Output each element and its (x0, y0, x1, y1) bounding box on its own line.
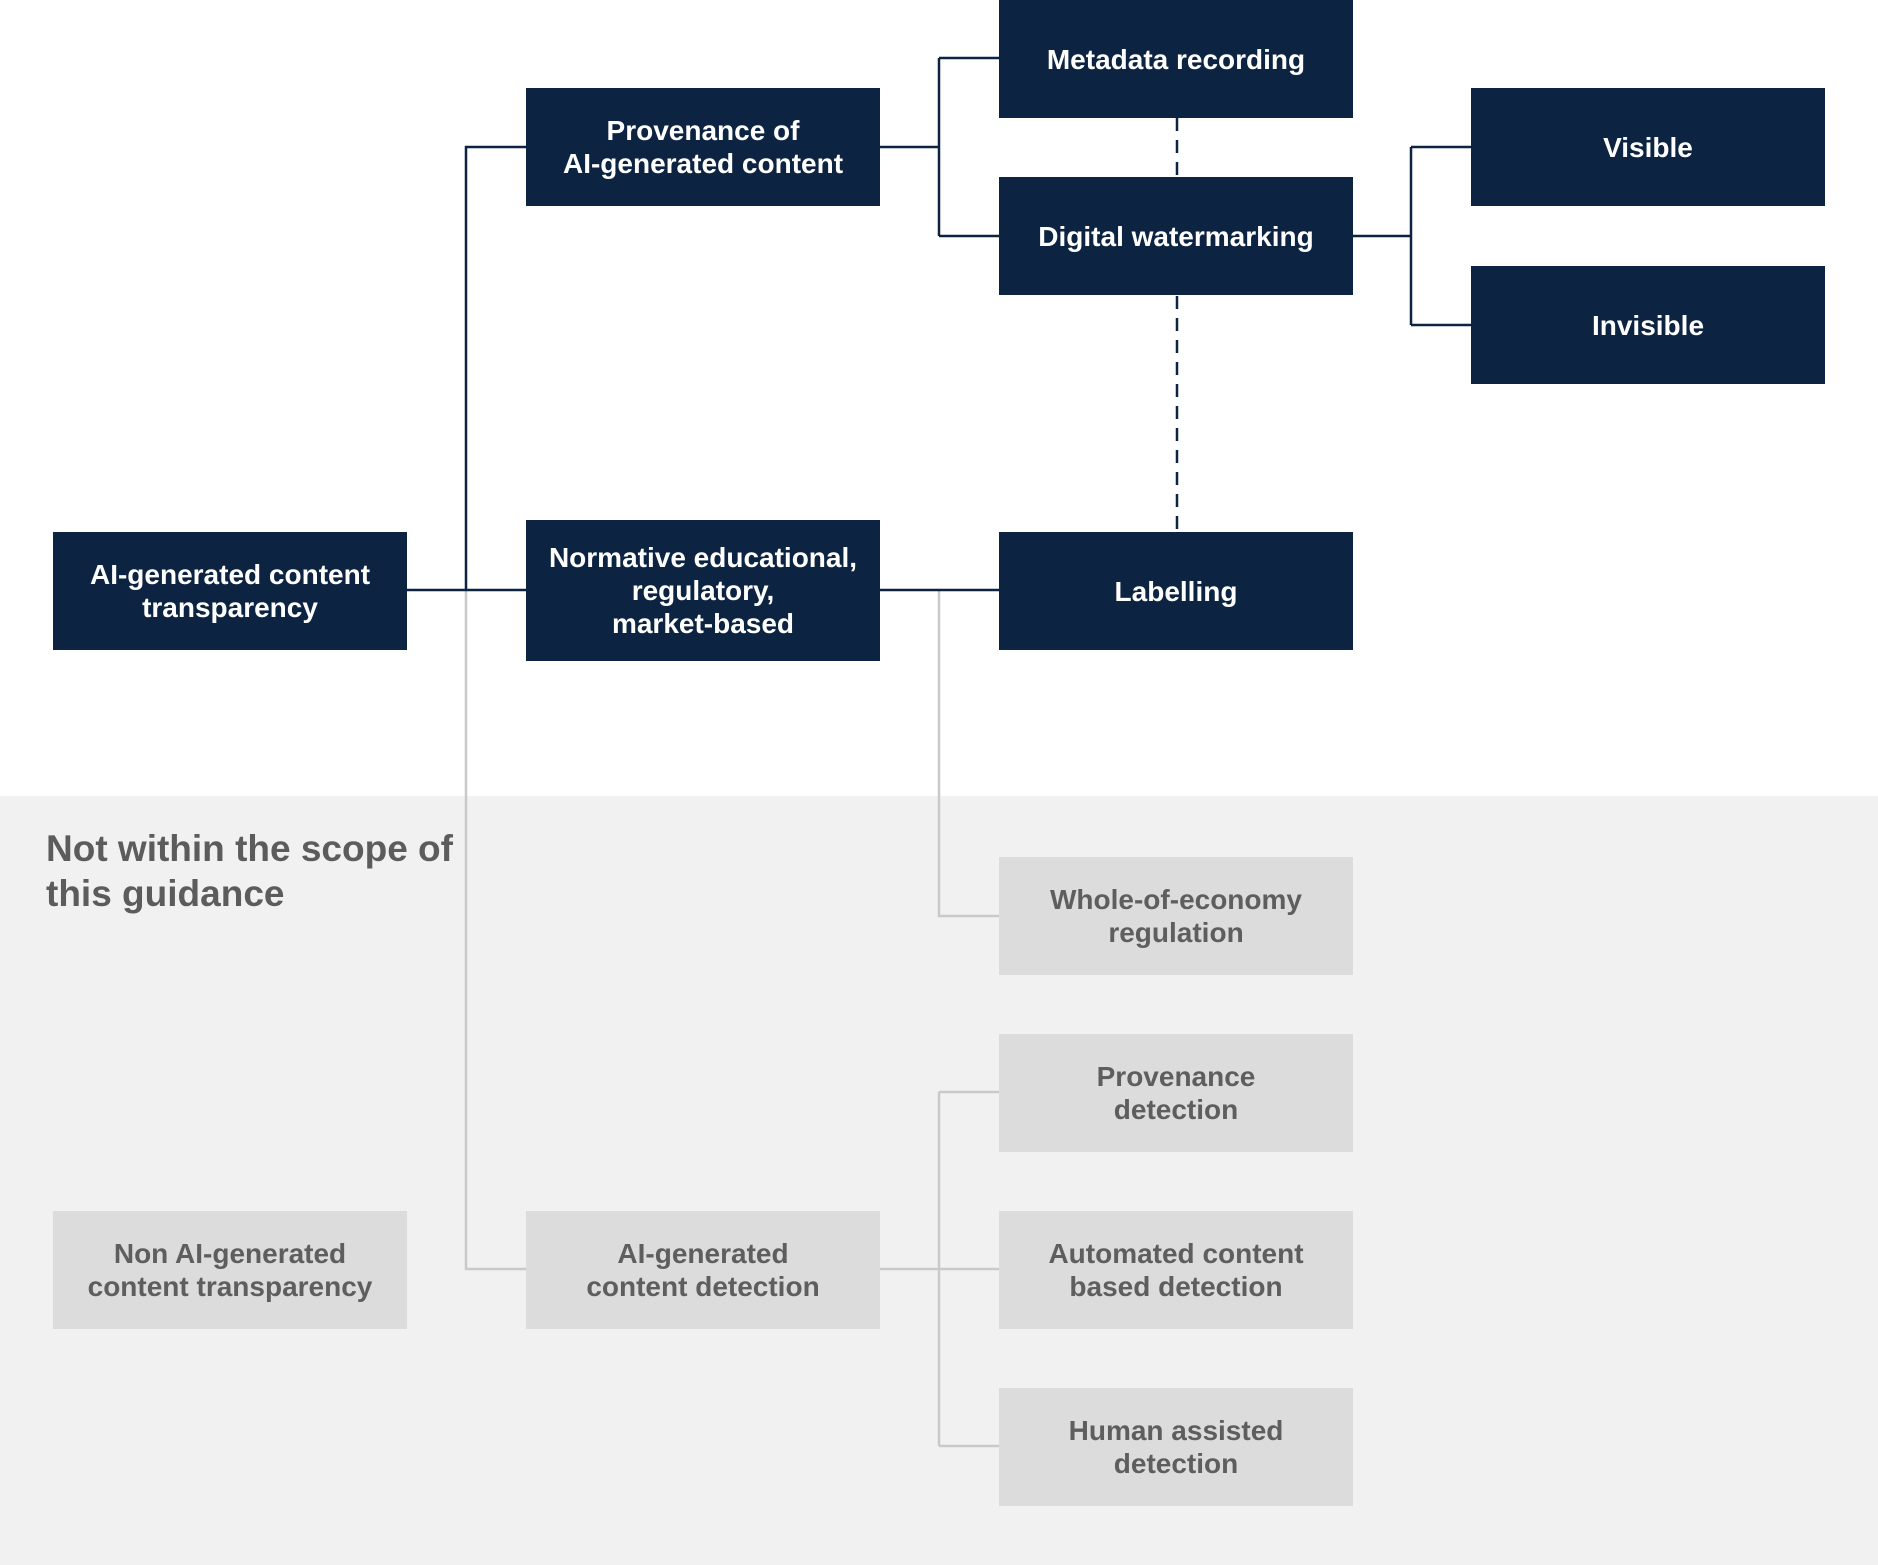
connector-ai-detection-branch (880, 1090, 999, 1448)
node-visible: Visible (1471, 88, 1825, 206)
node-provenance-of-ai-content: Provenance of AI-generated content (526, 88, 880, 206)
connector-provenance-branch (880, 56, 999, 238)
node-ai-content-detection: AI-generated content detection (526, 1211, 880, 1329)
connector-root-branch (407, 145, 526, 592)
node-invisible: Invisible (1471, 266, 1825, 384)
node-labelling: Labelling (999, 532, 1353, 650)
connector-normative-to-whole-economy (937, 590, 999, 918)
node-whole-of-economy-regulation: Whole-of-economy regulation (999, 857, 1353, 975)
connector-root-to-ai-detection (464, 590, 526, 1271)
node-automated-detection: Automated content based detection (999, 1211, 1353, 1329)
connector-watermarking-branch (1352, 145, 1471, 327)
node-provenance-detection: Provenance detection (999, 1034, 1353, 1152)
node-metadata-recording: Metadata recording (999, 0, 1353, 118)
node-human-assisted-detection: Human assisted detection (999, 1388, 1353, 1506)
node-normative-approaches: Normative educational, regulatory, marke… (526, 520, 880, 661)
node-digital-watermarking: Digital watermarking (999, 177, 1353, 295)
scope-note: Not within the scope of this guidance (46, 828, 453, 914)
node-ai-content-transparency: AI-generated content transparency (53, 532, 407, 650)
node-non-ai-content-transparency: Non AI-generated content transparency (53, 1211, 407, 1329)
